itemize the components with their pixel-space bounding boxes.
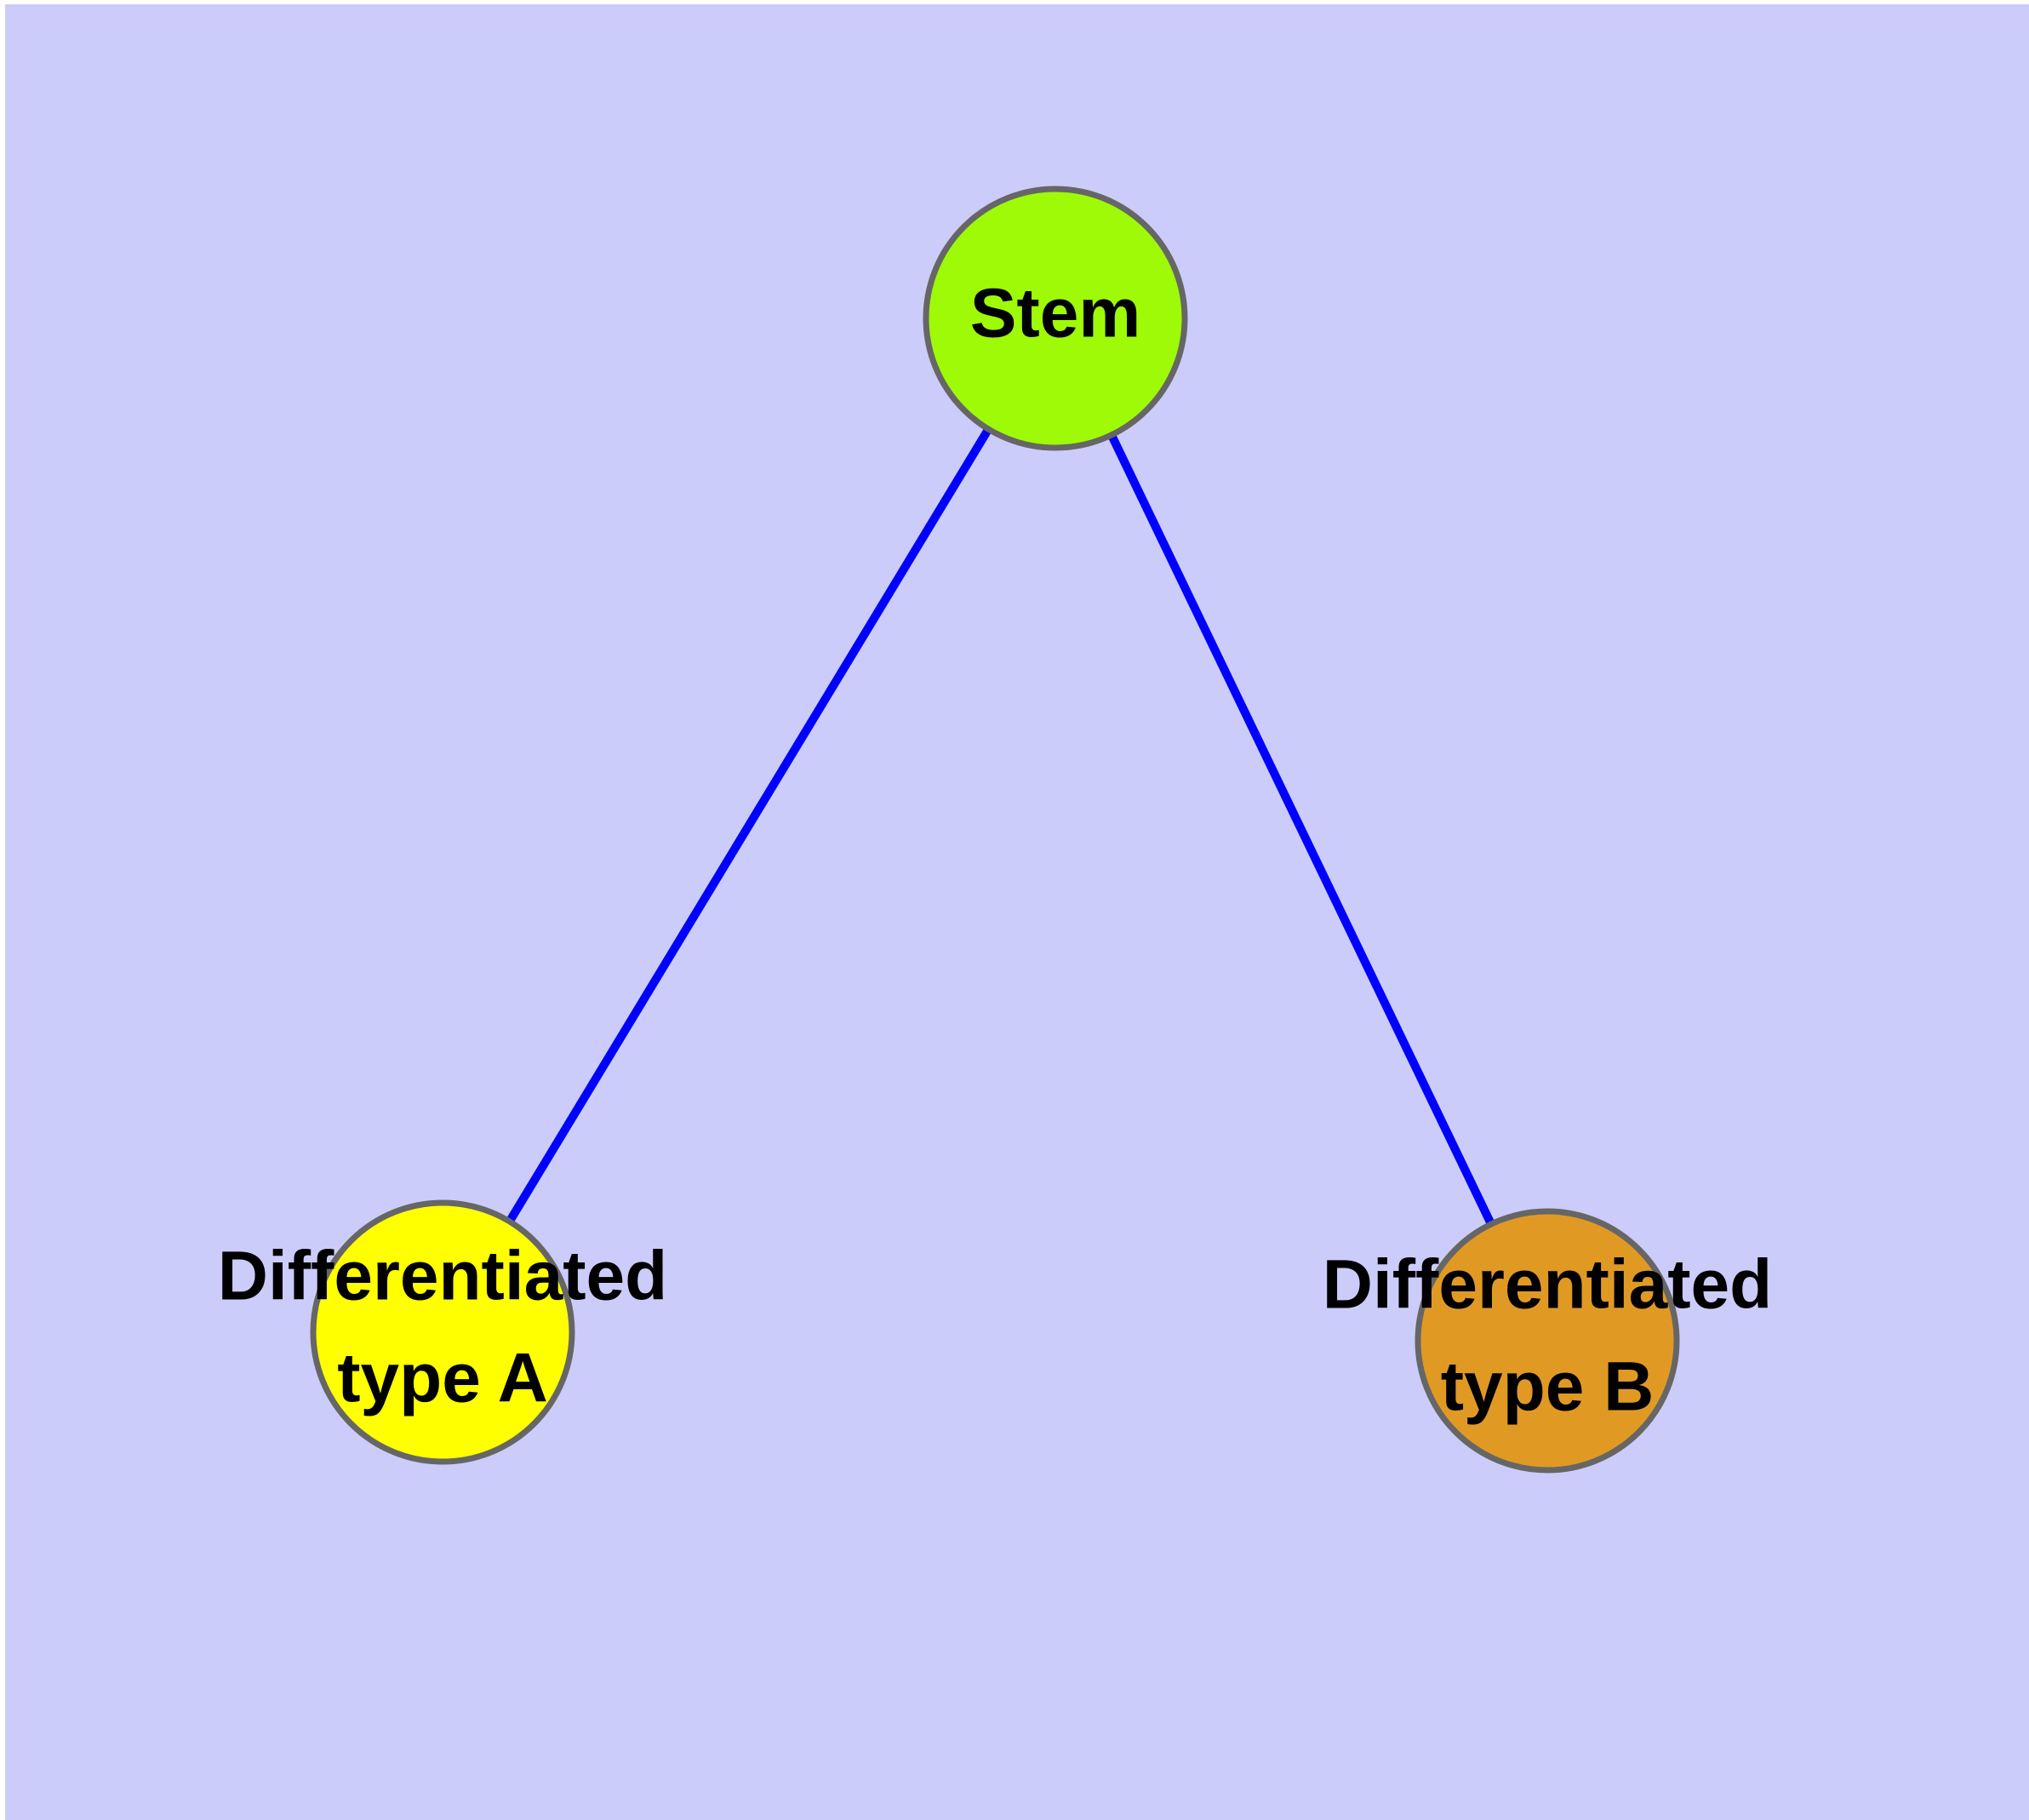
node-differentiated-type-b[interactable] (1415, 1208, 1680, 1474)
node-circle-stem[interactable] (923, 186, 1188, 451)
node-circle-diff-b[interactable] (1415, 1208, 1680, 1474)
label-layer: Stem Differentiated type A Differentiate… (218, 275, 1773, 1426)
node-circle-diff-a[interactable] (310, 1199, 575, 1465)
node-layer (310, 186, 1680, 1474)
edge-stem-to-diff-b[interactable] (1107, 432, 1495, 1227)
node-label-diff-a-line1: Differentiated (218, 1238, 668, 1315)
node-label-diff-a-line2: type A (337, 1340, 548, 1417)
edge-layer (506, 426, 1495, 1227)
edge-stem-to-diff-a[interactable] (506, 426, 992, 1224)
node-differentiated-type-a[interactable] (310, 1199, 575, 1465)
node-stem[interactable] (923, 186, 1188, 451)
node-label-stem: Stem (970, 275, 1141, 352)
node-label-diff-b-line2: type B (1441, 1348, 1655, 1426)
node-label-diff-b-line1: Differentiated (1323, 1246, 1773, 1324)
